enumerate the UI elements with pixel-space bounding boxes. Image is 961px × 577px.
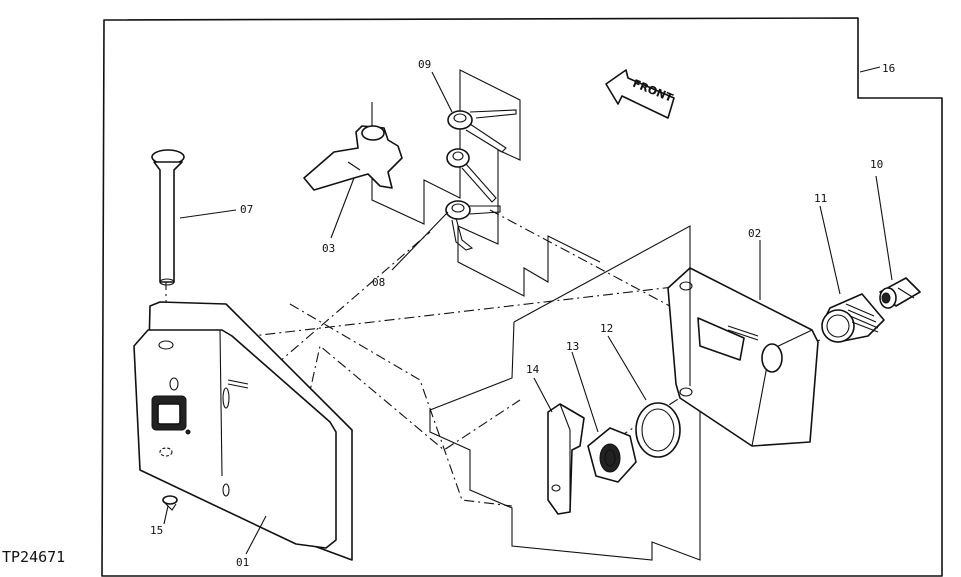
callout-07: 07: [240, 203, 253, 216]
callout-14: 14: [526, 363, 540, 376]
assembly-frame-outline: [101, 17, 943, 577]
callout-09: 09: [418, 58, 431, 71]
pin-part-07: [151, 149, 185, 286]
reference-code: TP24671: [2, 548, 65, 566]
callout-13: 13: [566, 340, 579, 353]
callout-02: 02: [748, 227, 761, 240]
leader-line: [163, 505, 169, 525]
spring-part-09: [446, 109, 517, 203]
nut-part-13: [587, 427, 637, 483]
leader-line: [431, 71, 453, 113]
callout-11: 11: [814, 192, 827, 205]
spring-part-08: [445, 200, 501, 251]
callout-15: 15: [150, 524, 163, 537]
phantom-plate-upper: [371, 69, 601, 297]
leader-line: [179, 209, 237, 219]
clip-part-14: [547, 403, 585, 515]
leader-line: [245, 515, 267, 555]
leader-line: [571, 351, 599, 433]
plug-part-10: [879, 277, 921, 309]
screw-part-15: [162, 495, 178, 511]
lever-part-03: [303, 125, 403, 191]
callout-10: 10: [870, 158, 883, 171]
callout-16: 16: [882, 62, 895, 75]
alignment-line: [289, 303, 513, 507]
leader-line: [859, 66, 881, 73]
callout-12: 12: [600, 322, 613, 335]
housing-part-01: [133, 301, 353, 561]
leader-line: [533, 377, 553, 413]
front-direction-arrow: FRONT: [605, 69, 675, 119]
alignment-line: [489, 209, 697, 321]
leader-line: [875, 175, 893, 281]
fitting-part-11: [821, 293, 885, 343]
leader-line: [819, 205, 841, 295]
callout-08: 08: [372, 276, 385, 289]
leader-line: [330, 177, 355, 239]
leader-line: [607, 335, 647, 401]
bracket-part-02: [667, 267, 819, 447]
oring-part-12: [635, 402, 681, 458]
leader-line: [391, 211, 449, 271]
callout-03: 03: [322, 242, 335, 255]
callout-01: 01: [236, 556, 249, 569]
